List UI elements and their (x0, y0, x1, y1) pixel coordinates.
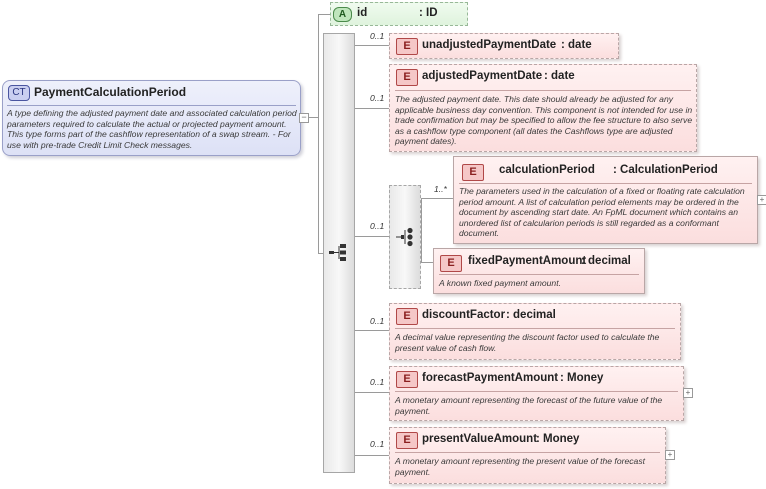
element-calculation-period[interactable]: E calculationPeriod : CalculationPeriod … (453, 156, 758, 244)
attribute-box[interactable]: A id : ID (330, 2, 468, 26)
branch-choice (353, 236, 389, 237)
element-name: calculationPeriod (499, 164, 595, 176)
cardinality-calculation-period: 1..* (434, 184, 447, 194)
element-separator (439, 274, 639, 275)
complex-type-box[interactable]: CT PaymentCalculationPeriod A type defin… (2, 80, 301, 156)
element-doc: A monetary amount representing the prese… (395, 456, 645, 477)
element-name: adjustedPaymentDate (422, 70, 543, 82)
branch-e2 (353, 108, 389, 109)
element-doc: A decimal value representing the discoun… (395, 332, 660, 353)
branch-e7 (353, 455, 389, 456)
element-badge-icon: E (396, 432, 418, 449)
element-type: : Money (560, 372, 604, 384)
cardinality-discount-factor: 0..1 (370, 316, 385, 326)
ct-to-seq-line (308, 117, 318, 118)
collapse-toggle[interactable]: − (299, 113, 309, 123)
attribute-badge-icon: A (333, 7, 352, 22)
element-badge-icon: E (396, 308, 418, 325)
branch-e5 (353, 330, 389, 331)
attribute-name: id (357, 7, 368, 19)
element-name: presentValueAmount (422, 433, 538, 445)
element-type: : decimal (506, 309, 556, 321)
element-type: : date (544, 70, 575, 82)
expand-calculation-period-button[interactable]: + (757, 195, 766, 205)
cardinality-adjusted-payment-date: 0..1 (370, 93, 385, 103)
element-doc: The adjusted payment date. This date sho… (395, 94, 693, 147)
choice-compositor-icon (396, 227, 413, 247)
element-type: : Money (536, 433, 580, 445)
element-name: fixedPaymentAmount (468, 255, 587, 267)
element-forecast-payment-amount[interactable]: E forecastPaymentAmount : Money A moneta… (389, 366, 684, 421)
element-doc: A monetary amount representing the forec… (395, 395, 663, 416)
branch-e3 (421, 198, 453, 199)
element-separator (395, 391, 678, 392)
cardinality-choice: 0..1 (370, 221, 385, 231)
cardinality-present-value-amount: 0..1 (370, 439, 385, 449)
element-badge-icon: E (440, 255, 462, 272)
element-name: forecastPaymentAmount (422, 372, 559, 384)
cardinality-unadjusted-payment-date: 0..1 (370, 31, 385, 41)
main-trunk-line (318, 14, 319, 254)
element-badge-icon: E (396, 371, 418, 388)
complex-type-badge-icon: CT (8, 85, 30, 101)
element-badge-icon: E (396, 69, 418, 86)
element-separator (395, 452, 660, 453)
sequence-compositor-icon (329, 244, 346, 261)
element-adjusted-payment-date[interactable]: E adjustedPaymentDate : date The adjuste… (389, 64, 697, 152)
element-name: unadjustedPaymentDate (422, 39, 557, 51)
element-separator (395, 90, 691, 91)
complex-type-name: PaymentCalculationPeriod (34, 85, 187, 99)
branch-e1 (353, 45, 389, 46)
element-doc: The parameters used in the calculation o… (459, 186, 745, 239)
attribute-type: : ID (419, 7, 438, 19)
complex-type-doc: A type defining the adjusted payment dat… (7, 108, 297, 150)
element-doc: A known fixed payment amount. (439, 278, 561, 288)
element-separator (459, 183, 752, 184)
expand-present-value-amount-button[interactable]: + (665, 450, 675, 460)
element-unadjusted-payment-date[interactable]: E unadjustedPaymentDate : date (389, 33, 619, 59)
branch-e4 (421, 262, 433, 263)
element-badge-icon: E (462, 164, 484, 181)
element-name: discountFactor (422, 309, 506, 321)
element-type: : date (561, 39, 592, 51)
branch-e6 (353, 392, 389, 393)
element-type: : decimal (581, 255, 631, 267)
element-discount-factor[interactable]: E discountFactor : decimal A decimal val… (389, 303, 681, 360)
cardinality-forecast-payment-amount: 0..1 (370, 377, 385, 387)
element-separator (395, 328, 675, 329)
trunk-to-attr (318, 14, 330, 15)
element-fixed-payment-amount[interactable]: E fixedPaymentAmount : decimal A known f… (433, 248, 645, 294)
element-type: : CalculationPeriod (613, 164, 718, 176)
expand-forecast-payment-amount-button[interactable]: + (683, 388, 693, 398)
complex-type-separator (7, 105, 296, 106)
element-badge-icon: E (396, 38, 418, 55)
choice-branch-line (421, 198, 422, 262)
element-present-value-amount[interactable]: E presentValueAmount : Money A monetary … (389, 427, 666, 484)
